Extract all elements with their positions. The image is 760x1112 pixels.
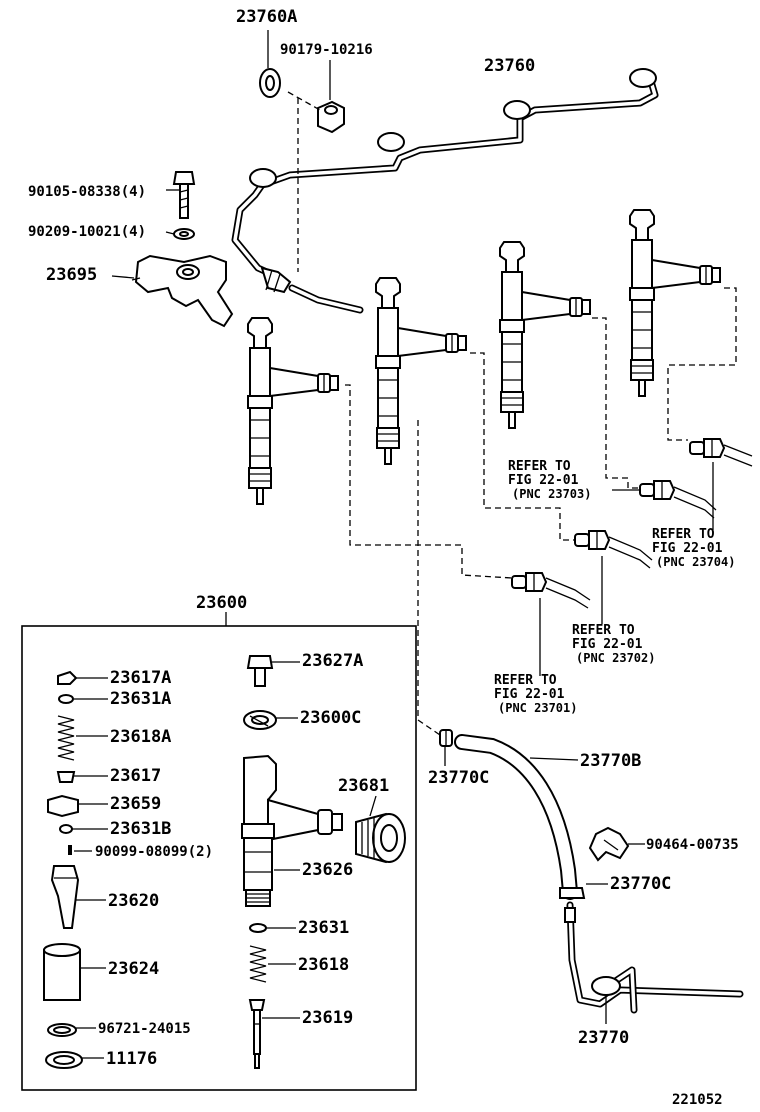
label-23618A: 23618A: [110, 727, 171, 747]
svg-text:REFER TO: REFER TO: [572, 623, 635, 638]
repair-kit-box: [21, 625, 417, 1091]
label-23695: 23695: [46, 265, 97, 285]
label-11176: 11176: [106, 1049, 157, 1069]
label-23760A: 23760A: [236, 7, 297, 27]
svg-text:FIG 22-01: FIG 22-01: [652, 541, 723, 556]
label-90099-08099: 90099-08099(2): [95, 844, 213, 860]
svg-text:(PNC 23701): (PNC 23701): [498, 701, 577, 715]
svg-text:(PNC 23704): (PNC 23704): [656, 555, 735, 569]
label-23626: 23626: [302, 860, 353, 880]
svg-text:REFER TO: REFER TO: [652, 527, 715, 542]
svg-text:REFER TO: REFER TO: [494, 673, 557, 688]
label-23618: 23618: [298, 955, 349, 975]
label-23617A: 23617A: [110, 668, 171, 688]
label-23631: 23631: [298, 918, 349, 938]
label-23770C-lower: 23770C: [610, 874, 671, 894]
svg-text:REFER TO: REFER TO: [508, 459, 571, 474]
label-23619: 23619: [302, 1008, 353, 1028]
label-23620: 23620: [108, 891, 159, 911]
label-23659: 23659: [110, 794, 161, 814]
label-90179-10216: 90179-10216: [280, 42, 373, 58]
label-96721-24015: 96721-24015: [98, 1021, 191, 1037]
label-90209-10021: 90209-10021(4): [28, 224, 146, 240]
refer-23704: REFER TO FIG 22-01 (PNC 23704): [652, 527, 735, 569]
label-90105-08338: 90105-08338(4): [28, 184, 146, 200]
svg-text:FIG 22-01: FIG 22-01: [494, 687, 565, 702]
label-23770C-upper: 23770C: [428, 768, 489, 788]
label-23770: 23770: [578, 1028, 629, 1048]
refer-23701: REFER TO FIG 22-01 (PNC 23701): [494, 673, 577, 715]
refer-23703: REFER TO FIG 22-01 (PNC 23703): [508, 459, 591, 501]
label-23760: 23760: [484, 56, 535, 76]
svg-text:FIG 22-01: FIG 22-01: [572, 637, 643, 652]
label-23617: 23617: [110, 766, 161, 786]
svg-text:(PNC 23703): (PNC 23703): [512, 487, 591, 501]
spring-23618A: [57, 715, 75, 761]
label-23600C: 23600C: [300, 708, 361, 728]
label-23624: 23624: [108, 959, 159, 979]
label-23631B: 23631B: [110, 819, 171, 839]
label-23627A: 23627A: [302, 651, 363, 671]
label-23631A: 23631A: [110, 689, 171, 709]
svg-text:FIG 22-01: FIG 22-01: [508, 473, 579, 488]
label-23600: 23600: [196, 593, 247, 613]
figure-id: 221052: [672, 1092, 723, 1108]
label-23681: 23681: [338, 776, 389, 796]
refer-23702: REFER TO FIG 22-01 (PNC 23702): [572, 623, 655, 665]
label-90464-00735: 90464-00735: [646, 837, 739, 853]
label-23770B: 23770B: [580, 751, 641, 771]
svg-text:(PNC 23702): (PNC 23702): [576, 651, 655, 665]
